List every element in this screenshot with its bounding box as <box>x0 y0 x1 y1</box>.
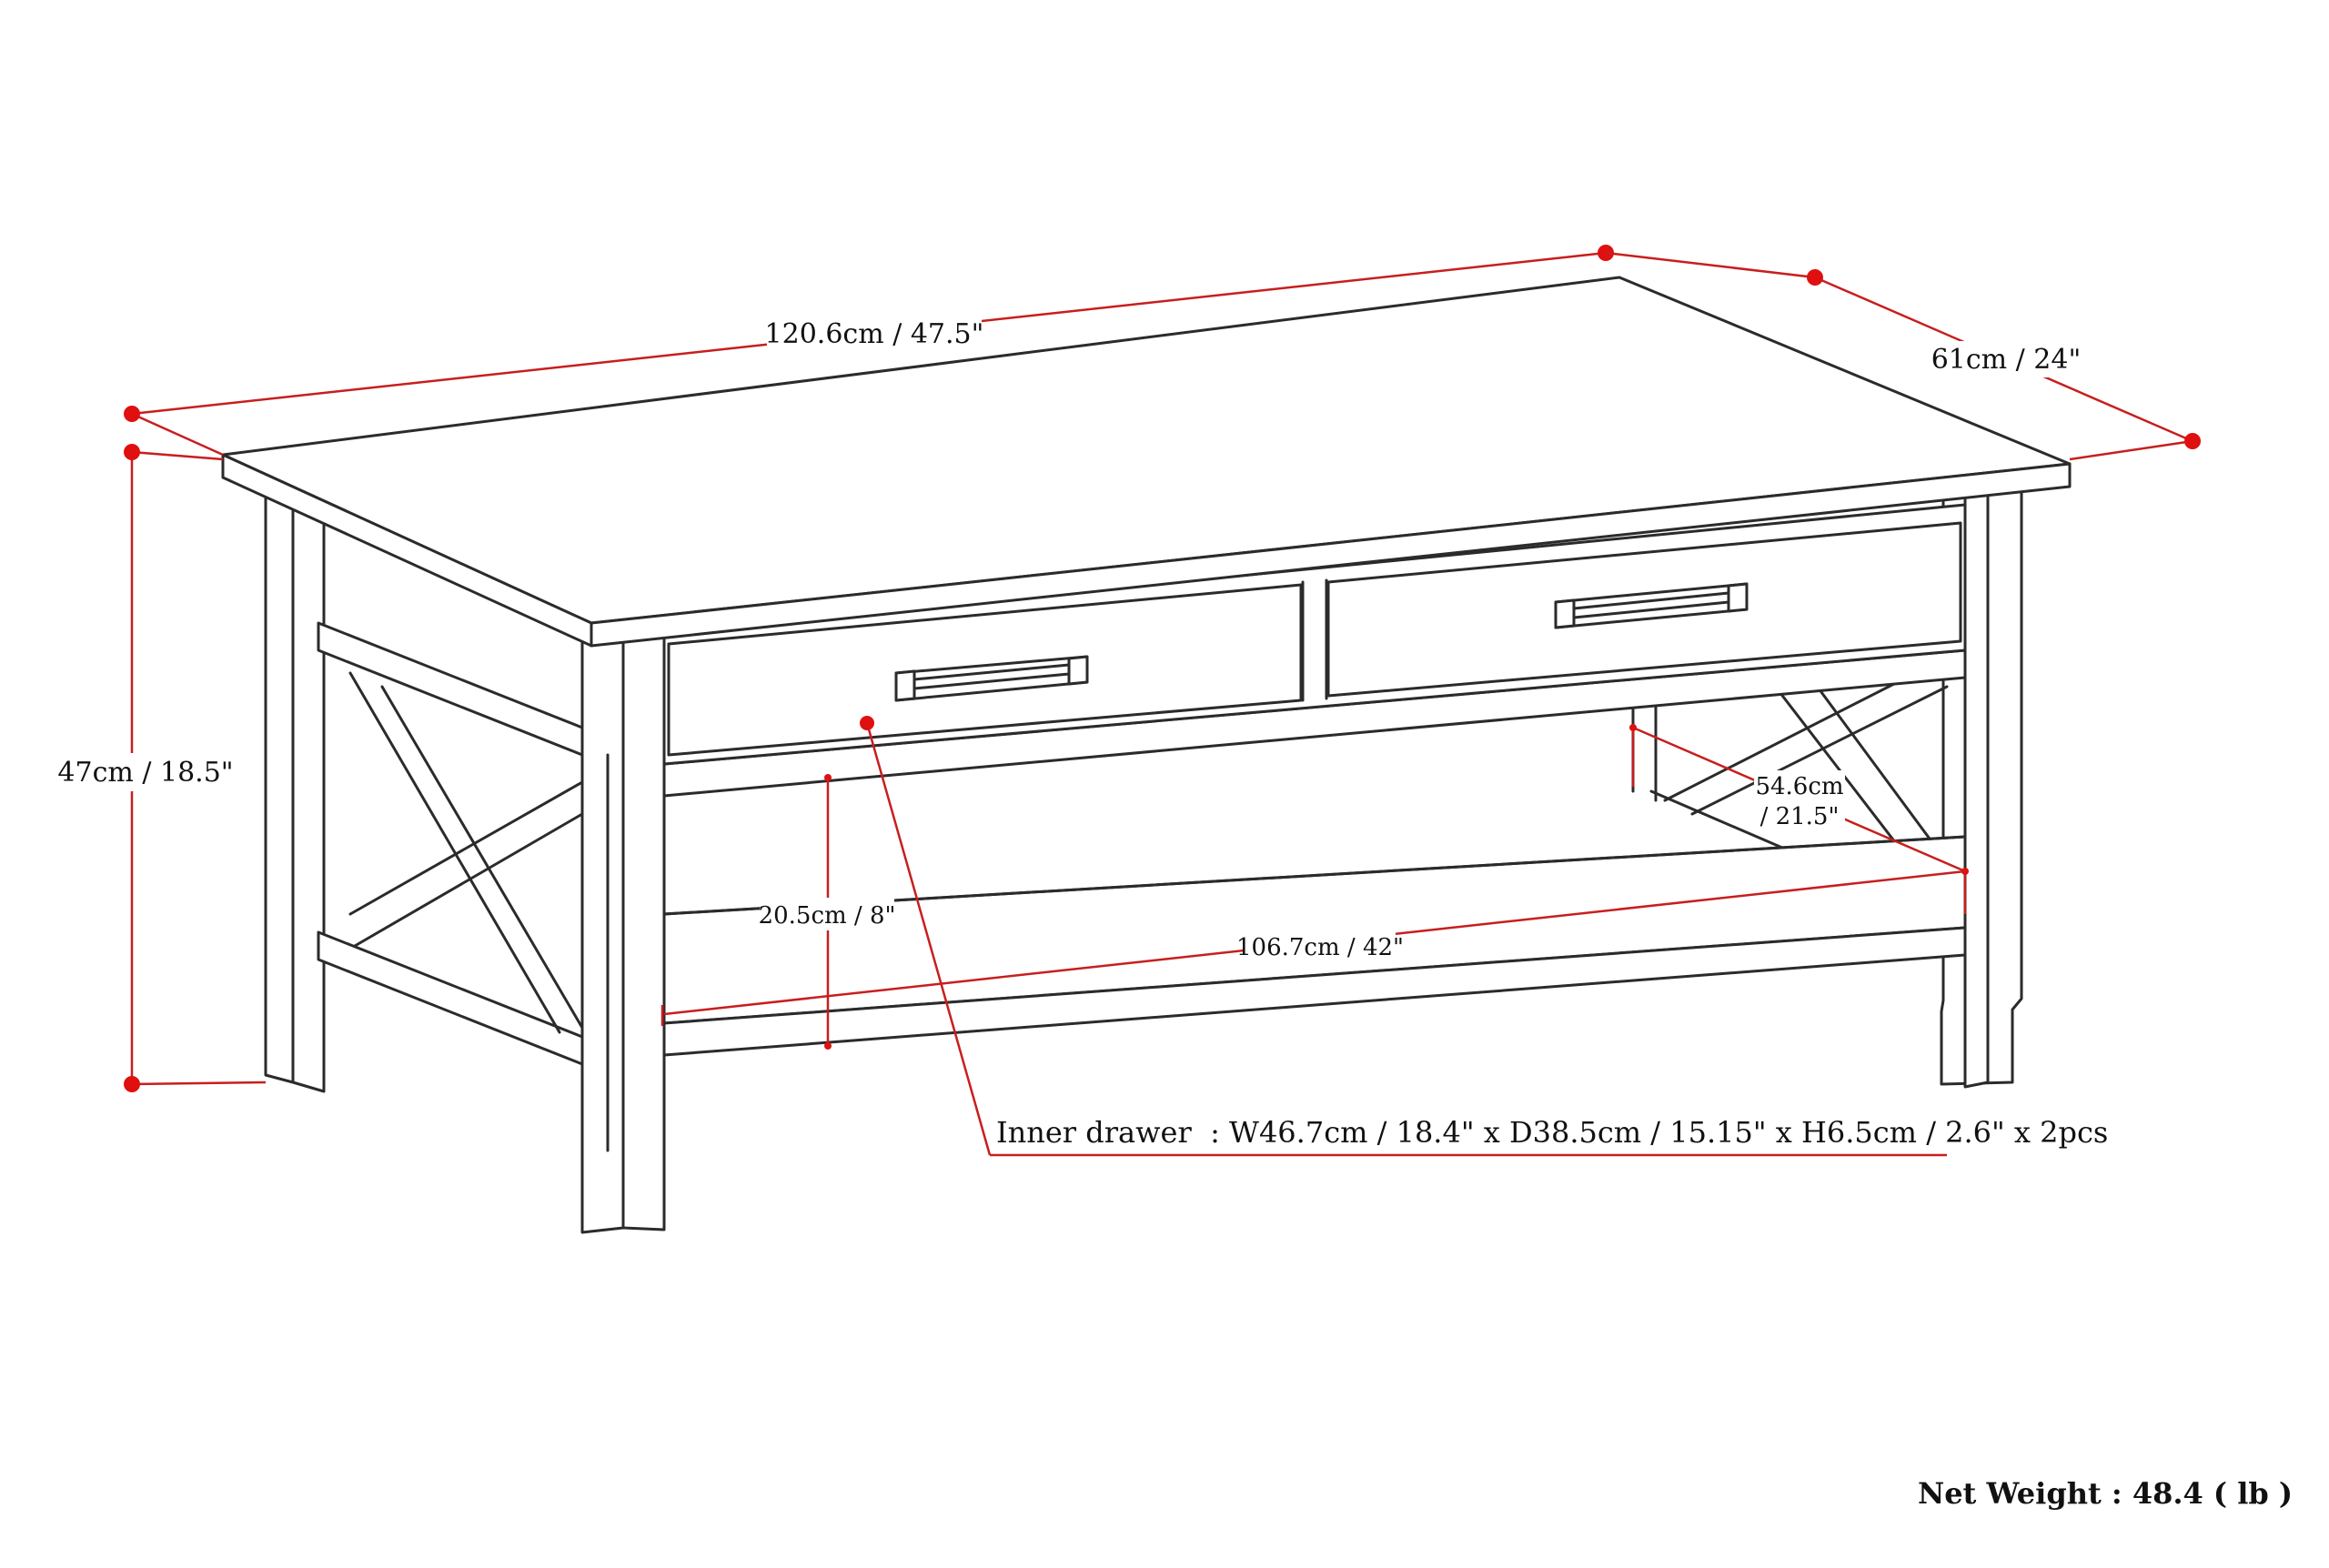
width-label: 120.6cm / 47.5" <box>765 318 984 350</box>
right-drawer-handle <box>1554 582 1749 629</box>
inner-drawer-leader <box>860 716 1947 1157</box>
back-left-leg <box>264 494 326 1093</box>
shelf-depth-label-line1: 54.6cm <box>1755 773 1843 800</box>
front-left-leg <box>580 630 666 1234</box>
depth-end-marker <box>2184 433 2201 449</box>
drawer-handles <box>894 582 1749 702</box>
width-start-marker <box>124 406 140 422</box>
inner-drawer-marker <box>860 716 874 730</box>
shelf-clearance-label: 20.5cm / 8" <box>759 902 896 930</box>
net-weight-label: Net Weight : 48.4 ( lb ) <box>1918 1476 2293 1511</box>
shelf-depth-start-marker <box>1629 724 1637 731</box>
left-x-brace <box>317 621 584 1066</box>
depth-label: 61cm / 24" <box>1931 344 2082 376</box>
shelf-depth-label-line2: / 21.5" <box>1760 803 1840 830</box>
table-top <box>221 276 2072 648</box>
left-drawer-handle <box>894 655 1089 702</box>
dimension-labels: 120.6cm / 47.5" 61cm / 24" 47cm / 18.5" … <box>45 315 2293 1511</box>
depth-top-marker <box>1807 269 1823 286</box>
front-right-leg <box>1963 489 1990 1089</box>
shelf-width-label: 106.7cm / 42" <box>1236 934 1404 961</box>
shelf-clearance-top-marker <box>824 774 832 781</box>
inner-drawer-spec: Inner drawer : W46.7cm / 18.4" x D38.5cm… <box>996 1115 2108 1150</box>
height-bottom-marker <box>124 1076 140 1092</box>
shelf-clearance-bottom-marker <box>824 1042 832 1050</box>
height-label: 47cm / 18.5" <box>57 757 233 789</box>
coffee-table-drawing <box>221 276 2072 1234</box>
height-top-marker <box>124 444 140 460</box>
